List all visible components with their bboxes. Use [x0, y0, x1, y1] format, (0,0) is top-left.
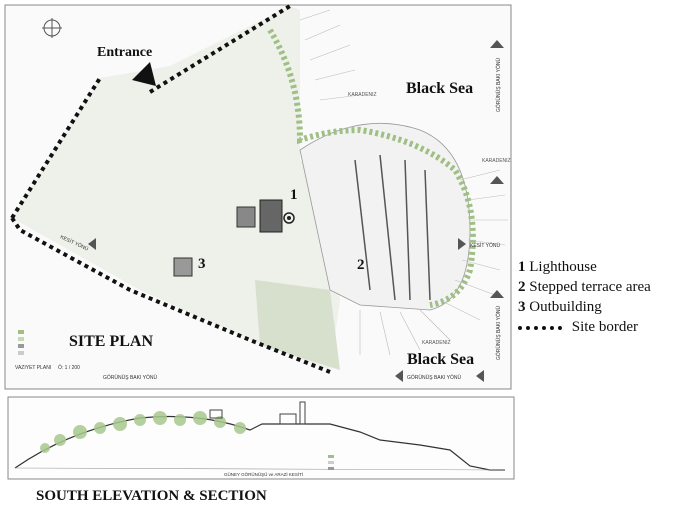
scale-label: Ö: 1 / 200: [58, 364, 80, 371]
legend-num: 2: [518, 279, 526, 295]
plan-material-legend: [18, 330, 24, 355]
legend-text: Site border: [571, 319, 638, 335]
legend-item-2: 2 Stepped terrace area: [518, 279, 651, 296]
legend-num: 3: [518, 299, 526, 315]
legend-item-3: 3 Outbuilding: [518, 299, 602, 316]
gorunus-bottom-right: GÖRÜNÜŞ BAKI YÖNÜ: [407, 374, 461, 381]
direction-arrow: [490, 40, 504, 48]
legend-text: Outbuilding: [529, 299, 602, 315]
karadeniz-label-2: KARADENIZ: [482, 158, 511, 164]
lighthouse-mark: [283, 212, 295, 224]
karadeniz-label-1: KARADENIZ: [348, 92, 377, 98]
vaziyet-label: VAZIYET PLANI: [15, 365, 51, 371]
kesit-right: KESİT YÖNÜ: [470, 242, 500, 249]
entrance-arrow: [132, 62, 156, 86]
legend-item-border: Site border: [518, 319, 638, 336]
legend-text: Lighthouse: [529, 259, 597, 275]
marker-1: 1: [290, 187, 298, 203]
section-caption: GÜNEY GÖRÜNÜŞÜ ve ARAZİ KESİTİ: [224, 471, 303, 477]
marker-2: 2: [357, 257, 365, 273]
section-lighthouse: [299, 401, 306, 425]
section-frame: [7, 396, 515, 480]
gorunus-right-bottom: GÖRÜNÜŞ BAKI YÖNÜ: [495, 306, 502, 360]
lighthouse-building: [259, 199, 283, 233]
outbuilding: [173, 257, 193, 277]
section-trees: [40, 411, 246, 453]
entrance-label: Entrance: [97, 45, 152, 60]
coast-vegetation: [267, 28, 476, 308]
section-title: SOUTH ELEVATION & SECTION: [36, 488, 267, 504]
building-small: [236, 206, 256, 228]
gorunus-right-top: GÖRÜNÜŞ BAKI YÖNÜ: [495, 58, 502, 112]
site-border-bottom: [10, 216, 331, 374]
section-building: [279, 413, 297, 425]
legend-text: Stepped terrace area: [529, 279, 651, 295]
land-area: [12, 6, 340, 370]
gorunus-bottom-left: GÖRÜNÜŞ BAKI YÖNÜ: [103, 374, 157, 381]
green-patch: [255, 280, 340, 370]
site-border-swatch: [518, 325, 562, 330]
section-outbuilding: [209, 409, 223, 419]
black-sea-bottom-label: Black Sea: [407, 351, 474, 368]
site-plan-title: SITE PLAN: [69, 333, 153, 350]
headland: [299, 122, 471, 311]
legend-num: 1: [518, 259, 526, 275]
karadeniz-label-3: KARADENIZ: [422, 340, 451, 346]
ground-line: [14, 467, 506, 471]
terrace-lines: [354, 154, 431, 301]
black-sea-top-label: Black Sea: [406, 80, 473, 97]
site-border-top: [10, 4, 292, 220]
marker-3: 3: [198, 256, 206, 272]
legend-item-1: 1 Lighthouse: [518, 259, 597, 276]
coast-hatch: [299, 9, 508, 356]
section-material-legend: [328, 455, 334, 470]
